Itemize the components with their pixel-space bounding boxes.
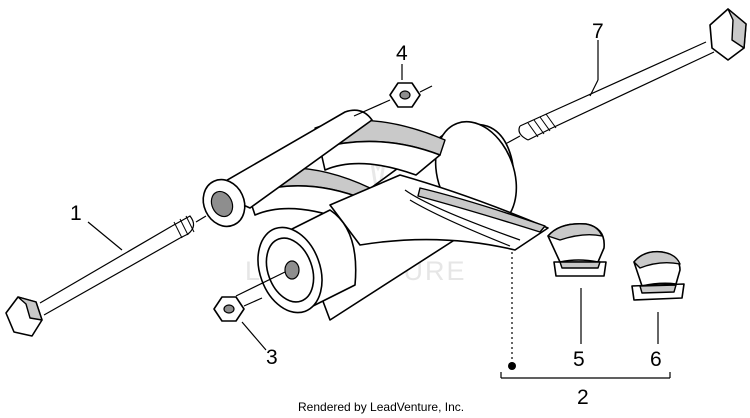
part-7-bolt <box>497 8 747 149</box>
part-4-nut <box>353 82 433 117</box>
callout-1: 1 <box>70 202 82 225</box>
callout-3: 3 <box>266 346 278 369</box>
part-1-thread <box>173 215 195 239</box>
part-7-thread <box>527 113 557 138</box>
part-5-block <box>547 222 607 277</box>
part-6-block <box>631 250 685 301</box>
footer-credit: Rendered by LeadVenture, Inc. <box>298 400 464 414</box>
callout-7: 7 <box>592 20 604 43</box>
part-3-nut <box>213 296 263 322</box>
part-1-bolt <box>5 215 207 337</box>
swing-arm-assembly <box>202 109 549 321</box>
callout-4: 4 <box>396 42 408 65</box>
callout-5: 5 <box>573 348 585 371</box>
leader-dot <box>508 362 516 370</box>
leader-lines <box>87 40 671 379</box>
callout-2: 2 <box>577 386 589 409</box>
callout-6: 6 <box>650 348 662 371</box>
